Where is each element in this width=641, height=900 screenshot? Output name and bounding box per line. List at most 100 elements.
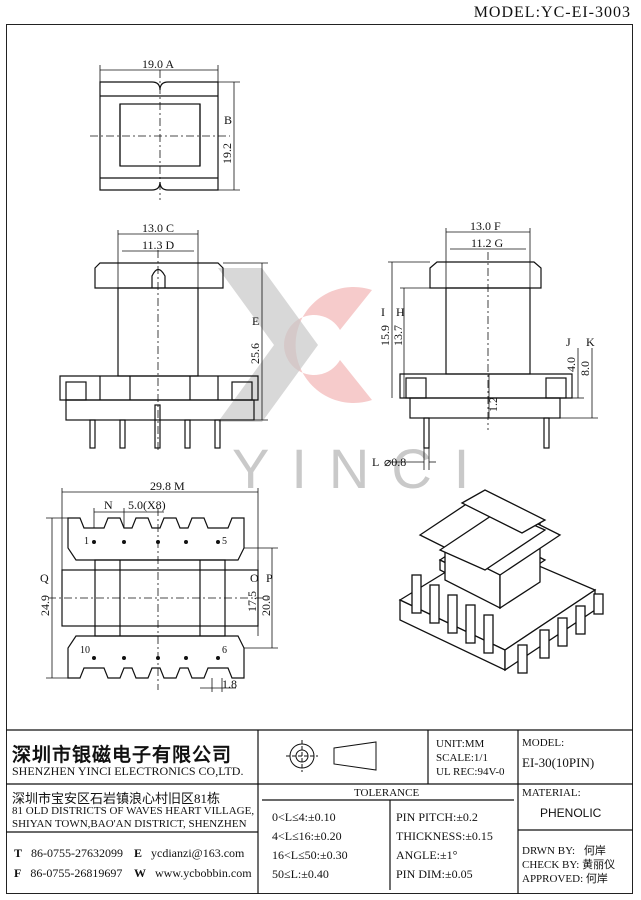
company-address-en-1: 81 OLD DISTRICTS OF WAVES HEART VILLAGE, xyxy=(12,805,255,817)
pin-view xyxy=(48,508,270,690)
phone-number: 86-0755-27632099 xyxy=(31,846,124,860)
dim-K-letter: K xyxy=(586,335,595,349)
company-address-en-2: SHIYAN TOWN,BAO'AN DISTRICT, SHENZHEN xyxy=(12,818,247,830)
tolerance-row-1: 0<L≤4:±0.10 xyxy=(272,810,336,824)
dim-K-value: 8.0 xyxy=(578,361,592,376)
dim-I-letter: I xyxy=(381,305,385,319)
dim-N xyxy=(93,508,164,528)
pin-dim-tolerance: PIN DIM:±0.05 xyxy=(396,867,473,881)
dim-B-letter: B xyxy=(224,113,232,127)
email-row: E ycdianzi@163.com xyxy=(134,846,244,861)
web-row: W www.ycbobbin.com xyxy=(134,866,252,881)
angle-tolerance: ANGLE:±1° xyxy=(396,848,458,862)
web-label: W xyxy=(134,866,146,880)
fax-number: 86-0755-26819697 xyxy=(30,866,123,880)
dim-Q-letter: Q xyxy=(40,571,49,585)
dim-C xyxy=(117,230,199,288)
company-name-cn: 深圳市银磁电子有限公司 xyxy=(12,745,233,766)
checked-by-name: 黄丽仪 xyxy=(582,859,616,871)
drawn-by-name: 何岸 xyxy=(583,845,606,857)
dim-O-value: 17.5 xyxy=(245,591,259,612)
dim-N-letter: N xyxy=(104,498,113,512)
dim-E-letter: E xyxy=(252,314,259,328)
dim-A xyxy=(99,65,219,82)
dim-pin-width-value: 1.8 xyxy=(222,677,237,691)
dim-N-value: 5.0(X8) xyxy=(128,498,166,512)
dim-J-letter: J xyxy=(566,335,571,349)
dim-O-P xyxy=(244,547,278,649)
pin-6-label: 6 xyxy=(222,645,227,656)
dim-I-value: 15.9 xyxy=(378,325,392,346)
approved-by-label: APPROVED: xyxy=(522,873,584,885)
pin-5-label: 5 xyxy=(222,536,227,547)
dim-H-I xyxy=(388,261,446,398)
tolerance-row-2: 4<L≤16:±0.20 xyxy=(272,829,342,843)
isometric-view xyxy=(398,489,604,674)
approved-by-row: APPROVED: 何岸 xyxy=(522,870,608,886)
dim-A-label: 19.0 A xyxy=(142,57,174,71)
watermark-text: YINCI xyxy=(232,437,491,500)
dim-Q xyxy=(46,517,68,679)
checked-by-label: CHECK BY: xyxy=(522,859,580,871)
dim-pin-gap-value: 1.2 xyxy=(486,397,500,412)
dim-M-label: 29.8 M xyxy=(150,479,185,493)
dim-J-value: 4.0 xyxy=(564,357,578,372)
front-view xyxy=(59,250,259,452)
drawn-by-label: DRWN BY: xyxy=(522,845,576,857)
tolerance-row-3: 16<L≤50:±0.30 xyxy=(272,848,348,862)
scale-label: SCALE:1/1 xyxy=(436,752,488,764)
drawn-by-row: DRWN BY: 何岸 xyxy=(522,842,606,858)
dim-F-label: 13.0 F xyxy=(470,219,501,233)
dim-C-label: 13.0 C xyxy=(142,221,174,235)
dim-D-label: 11.3 D xyxy=(142,238,175,252)
company-address-cn: 深圳市宝安区石岩镇浪心村旧区81栋 xyxy=(12,791,221,806)
dim-G-label: 11.2 G xyxy=(471,236,504,250)
email-address: ycdianzi@163.com xyxy=(151,846,245,860)
dim-P-letter: P xyxy=(266,571,273,585)
model-value: EI-30(10PIN) xyxy=(522,755,595,770)
dim-J-K xyxy=(560,348,598,419)
thickness-tolerance: THICKNESS:±0.15 xyxy=(396,829,493,843)
company-name-en: SHENZHEN YINCI ELECTRONICS CO,LTD. xyxy=(12,764,244,778)
yinci-logo-watermark: YINCI xyxy=(218,268,491,500)
pin-1-label: 1 xyxy=(84,536,89,547)
model-label: MODEL: xyxy=(522,737,565,749)
dim-pin-width xyxy=(200,678,236,692)
side-view xyxy=(399,252,573,449)
email-label: E xyxy=(134,846,143,860)
material-label: MATERIAL: xyxy=(522,787,581,799)
fax-row: F 86-0755-26819697 xyxy=(14,866,122,881)
pin-pitch-tolerance: PIN PITCH:±0.2 xyxy=(396,810,478,824)
fax-label: F xyxy=(14,866,22,880)
tolerance-row-4: 50≤L:±0.40 xyxy=(272,867,329,881)
dim-L-value: ⌀0.8 xyxy=(384,455,406,469)
material-value: PHENOLIC xyxy=(540,806,602,820)
dim-H-value: 13.7 xyxy=(391,325,405,346)
phone-row: T 86-0755-27632099 xyxy=(14,846,123,861)
dim-B-value: 19.2 xyxy=(220,143,234,164)
dim-F xyxy=(445,228,531,288)
dim-B xyxy=(218,81,240,191)
ul-rec-label: UL REC:94V-0 xyxy=(436,766,505,778)
dim-P-value: 20.0 xyxy=(259,595,273,616)
pin-10-label: 10 xyxy=(80,645,90,656)
drawing-frame xyxy=(6,24,633,894)
checked-by-row: CHECK BY: 黄丽仪 xyxy=(522,856,615,872)
model-header: MODEL:YC-EI-3003 xyxy=(473,4,631,21)
dim-O-letter: O xyxy=(250,571,259,585)
dim-E-value: 25.6 xyxy=(248,343,262,364)
dim-H-letter: H xyxy=(396,305,405,319)
dim-M xyxy=(61,488,259,570)
dim-Q-value: 24.9 xyxy=(38,595,52,616)
top-view xyxy=(90,70,230,200)
projection-symbol xyxy=(286,740,377,772)
website-url: www.ycbobbin.com xyxy=(155,866,252,880)
dim-L xyxy=(390,440,436,470)
dim-E xyxy=(223,262,268,421)
title-block-grid xyxy=(6,729,633,894)
dim-L-letter: L xyxy=(372,455,379,469)
unit-label: UNIT:MM xyxy=(436,738,485,750)
phone-label: T xyxy=(14,846,23,860)
approved-by-name: 何岸 xyxy=(585,873,608,885)
